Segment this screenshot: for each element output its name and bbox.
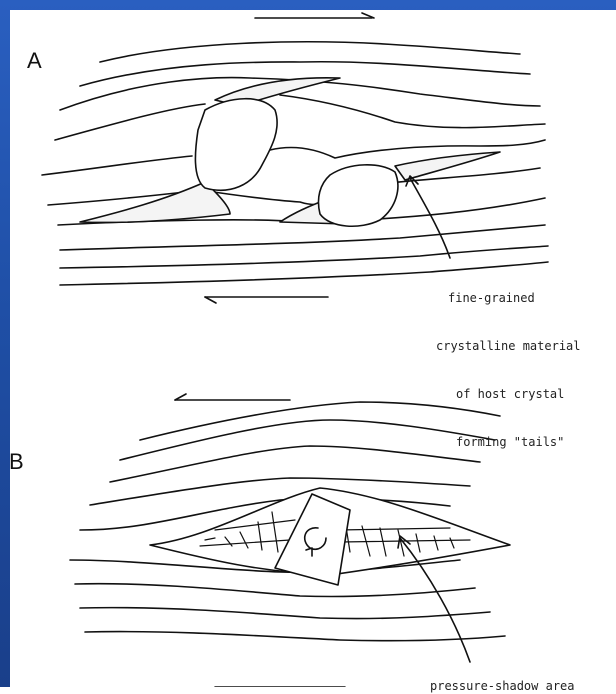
panel-label-a: A — [27, 48, 42, 74]
pressure-shadow-annotation: pressure-shadow area — [430, 678, 575, 694]
tails-annotation: fine-grained crystalline material of hos… — [442, 258, 581, 466]
foliation-lines-a — [42, 42, 548, 285]
tails-annotation-line-4: forming "tails" — [442, 434, 581, 450]
tails-annotation-line-2: crystalline material — [436, 338, 581, 354]
tails-annotation-line-1: fine-grained — [442, 290, 581, 306]
panel-label-b: B — [9, 449, 24, 475]
shear-arrow-top-a — [255, 13, 374, 18]
shear-arrow-top-b — [175, 394, 290, 400]
tail-stipple-a — [80, 78, 500, 224]
shear-arrow-bottom-a — [205, 297, 328, 303]
tails-annotation-line-3: of host crystal — [442, 386, 581, 402]
porphyroclast-a2 — [318, 165, 397, 226]
porphyroclast-a1 — [195, 99, 277, 190]
